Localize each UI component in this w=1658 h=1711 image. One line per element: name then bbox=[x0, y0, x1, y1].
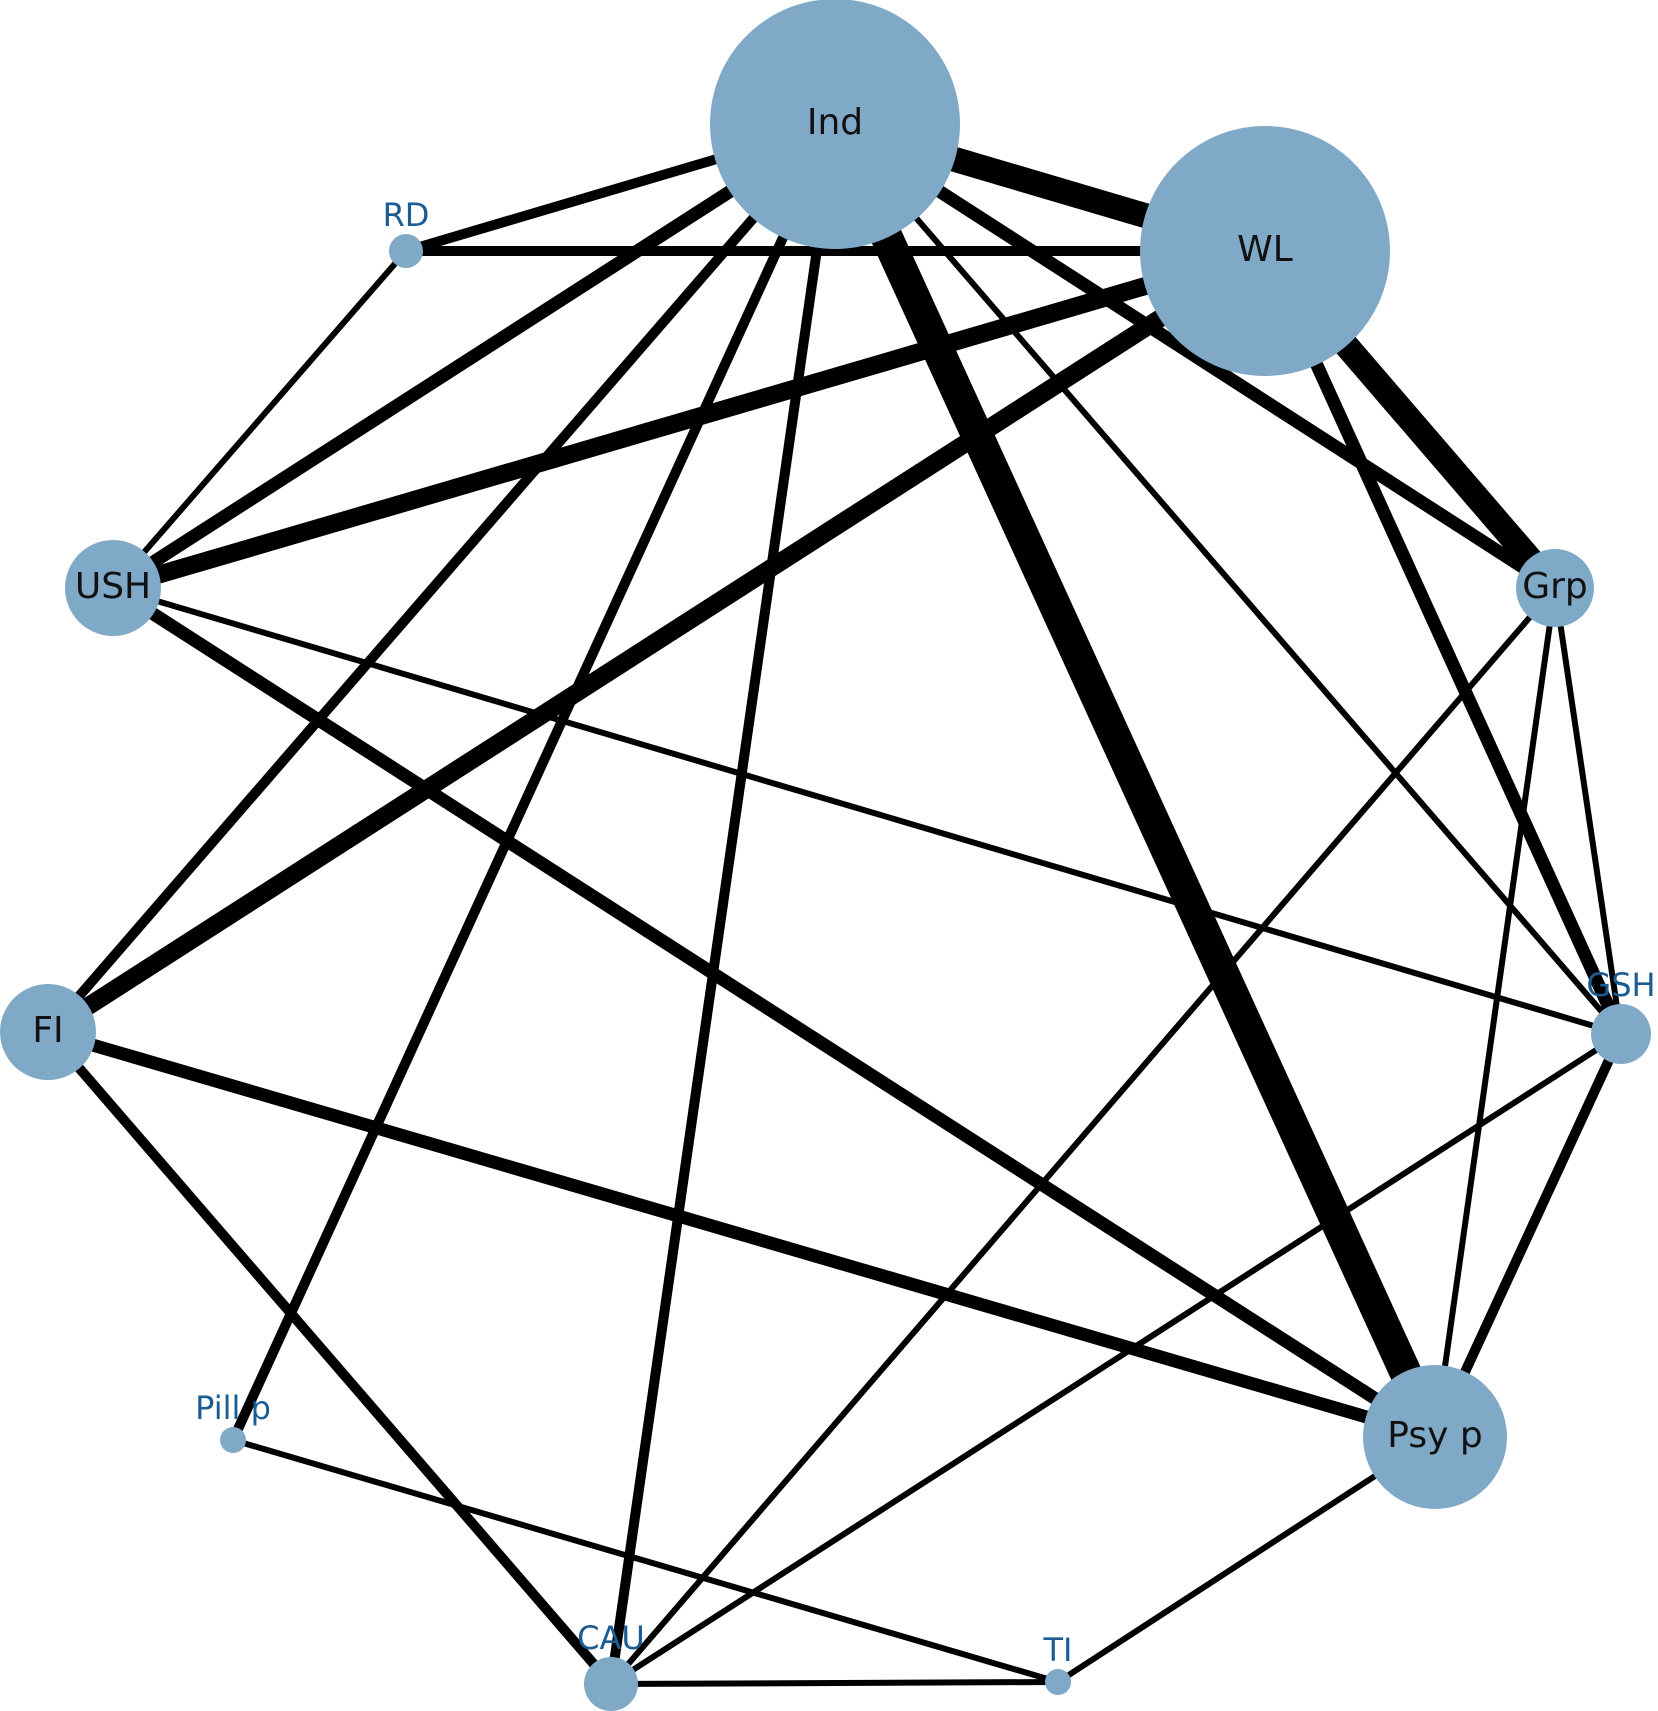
edge-ind-gsh bbox=[832, 122, 1624, 1036]
node-label-ti: TI bbox=[1043, 1631, 1073, 1669]
node-pill-p bbox=[220, 1427, 246, 1453]
edge-grp-gsh bbox=[1552, 587, 1624, 1035]
node-grp bbox=[1516, 549, 1594, 627]
node-wl bbox=[1140, 126, 1390, 376]
edge-wl-fi bbox=[43, 243, 1270, 1040]
edge-ind-ush bbox=[109, 118, 839, 594]
node-rd bbox=[389, 234, 423, 268]
node-label-rd: RD bbox=[383, 196, 430, 234]
node-label-fi: FI bbox=[32, 1010, 63, 1051]
edge-ind-grp bbox=[831, 118, 1559, 594]
edge-wl-gsh bbox=[1259, 248, 1627, 1037]
edge-psy-p-ti bbox=[1056, 1434, 1437, 1685]
edge-ind-fi bbox=[44, 120, 839, 1036]
edge-cau-ti bbox=[610, 1679, 1059, 1687]
edge-fi-psy-p bbox=[46, 1025, 1437, 1444]
node-label-psy-p: Psy p bbox=[1387, 1415, 1482, 1456]
node-label-cau: CAU bbox=[577, 1619, 645, 1657]
edge-rd-ush bbox=[110, 249, 409, 590]
edge-gsh-cau bbox=[609, 1031, 1623, 1687]
edge-ush-gsh bbox=[112, 585, 1622, 1037]
node-fi bbox=[0, 984, 96, 1080]
edge-gsh-psy-p bbox=[1430, 1031, 1626, 1440]
node-label-grp: Grp bbox=[1522, 566, 1588, 607]
edge-pill-p-ti bbox=[232, 1437, 1059, 1685]
node-label-ush: USH bbox=[75, 566, 151, 607]
edge-grp-cau bbox=[608, 586, 1558, 1686]
node-label-pill-p: Pill p bbox=[195, 1389, 271, 1427]
edge-grp-psy-p bbox=[1432, 587, 1558, 1438]
node-ush bbox=[65, 540, 161, 636]
edge-fi-cau bbox=[44, 1028, 615, 1688]
node-label-gsh: GSH bbox=[1586, 966, 1655, 1004]
node-label-wl: WL bbox=[1237, 229, 1293, 270]
edge-wl-ush bbox=[110, 242, 1268, 597]
node-cau bbox=[584, 1657, 638, 1711]
edge-ind-pill-p bbox=[228, 121, 840, 1443]
node-ti bbox=[1045, 1669, 1071, 1695]
node-label-ind: Ind bbox=[807, 102, 863, 143]
node-psy-p bbox=[1363, 1365, 1507, 1509]
node-gsh bbox=[1591, 1004, 1651, 1064]
node-ind bbox=[710, 0, 960, 249]
